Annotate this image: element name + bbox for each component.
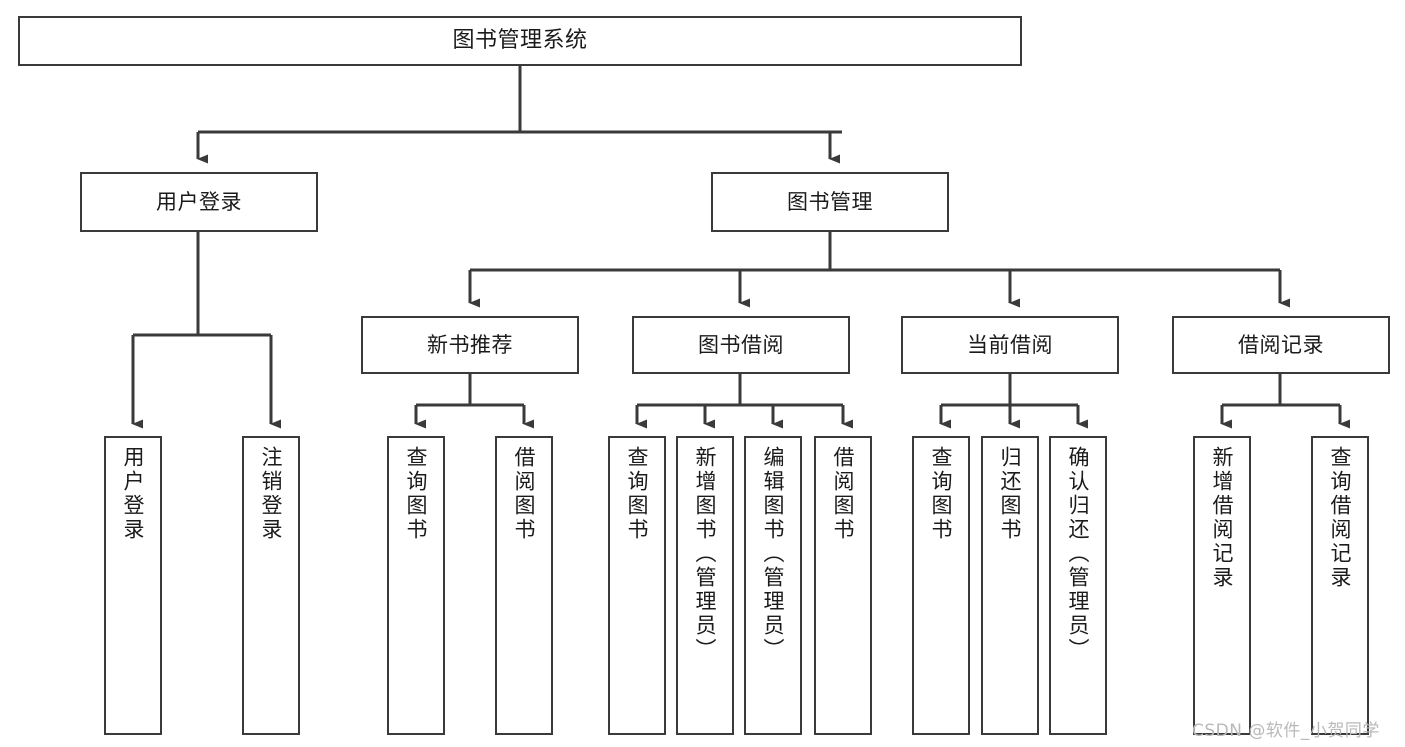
leaf-return-book[interactable]: 归还图书 — [981, 436, 1039, 735]
leaf-query-borrow-record[interactable]: 查询借阅记录 — [1311, 436, 1369, 735]
node-label: 归还图书 — [998, 446, 1023, 542]
leaf-user-login[interactable]: 用户登录 — [104, 436, 162, 735]
watermark-text: CSDN @软件_小贺同学 — [1192, 721, 1380, 741]
leaf-borrow-book-recommend[interactable]: 借阅图书 — [495, 436, 553, 735]
leaf-add-book-admin[interactable]: 新增图书（管理员） — [676, 436, 734, 735]
node-new-book-recommend[interactable]: 新书推荐 — [361, 316, 579, 374]
node-label: 查询图书 — [929, 446, 954, 542]
node-label: 图书借阅 — [698, 332, 784, 357]
leaf-logout-login[interactable]: 注销登录 — [242, 436, 300, 735]
leaf-add-borrow-record[interactable]: 新增借阅记录 — [1193, 436, 1251, 735]
node-label: 编辑图书（管理员） — [761, 446, 786, 662]
leaf-query-book-recommend[interactable]: 查询图书 — [387, 436, 445, 735]
leaf-edit-book-admin[interactable]: 编辑图书（管理员） — [744, 436, 802, 735]
node-label: 图书管理 — [787, 189, 873, 214]
node-label: 确认归还（管理员） — [1066, 446, 1091, 662]
node-label: 新增借阅记录 — [1210, 446, 1235, 590]
node-label: 新增图书（管理员） — [693, 446, 718, 662]
node-user-login[interactable]: 用户登录 — [80, 172, 318, 232]
node-label: 注销登录 — [259, 446, 284, 542]
node-label: 借阅图书 — [512, 446, 537, 542]
node-borrow-record[interactable]: 借阅记录 — [1172, 316, 1390, 374]
node-label: 查询借阅记录 — [1328, 446, 1353, 590]
node-label: 查询图书 — [625, 446, 650, 542]
node-current-borrow[interactable]: 当前借阅 — [901, 316, 1119, 374]
node-book-borrow[interactable]: 图书借阅 — [632, 316, 850, 374]
leaf-query-book-current[interactable]: 查询图书 — [912, 436, 970, 735]
node-book-management[interactable]: 图书管理 — [711, 172, 949, 232]
leaf-query-book-borrow[interactable]: 查询图书 — [608, 436, 666, 735]
leaf-confirm-return-admin[interactable]: 确认归还（管理员） — [1049, 436, 1107, 735]
node-label: 用户登录 — [121, 446, 146, 542]
node-label: 当前借阅 — [967, 332, 1053, 357]
node-label: 查询图书 — [404, 446, 429, 542]
node-label: 用户登录 — [156, 189, 242, 214]
node-label: 新书推荐 — [427, 332, 513, 357]
leaf-borrow-book[interactable]: 借阅图书 — [814, 436, 872, 735]
node-label: 借阅图书 — [831, 446, 856, 542]
node-root-system[interactable]: 图书管理系统 — [18, 16, 1022, 66]
node-label: 借阅记录 — [1238, 332, 1324, 357]
node-label: 图书管理系统 — [452, 28, 588, 54]
